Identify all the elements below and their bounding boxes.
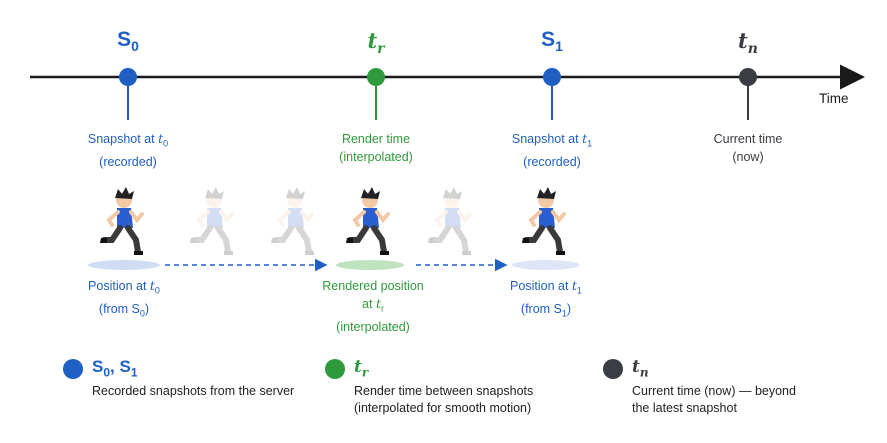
position-s0-label: Position at t0 (from S0) — [88, 278, 160, 318]
s0-symbol: S0 — [117, 28, 139, 55]
legend-render-dot — [325, 359, 345, 379]
position-s1-label: Position at t1 (from S1) — [510, 278, 582, 318]
legend-current-dot — [603, 359, 623, 379]
tn-point — [739, 68, 757, 86]
tr-symbol: tr — [367, 28, 385, 58]
tr-shadow — [336, 260, 404, 270]
legend-recorded-text: Recorded snapshots from the server — [92, 384, 295, 398]
position-tr-label: Rendered position at tr (interpolated) — [322, 279, 424, 334]
legend-render-text: Render time between snapshots (interpola… — [354, 384, 534, 415]
runner-tr — [346, 187, 389, 255]
ghost-runner-3 — [428, 187, 471, 255]
ghost-runner-2 — [271, 187, 314, 255]
tn-label: Current time (now) — [713, 132, 783, 164]
legend-current-title: tn — [632, 357, 649, 380]
legend-recorded-title: S0, S1 — [92, 357, 138, 380]
legend-recorded-dot — [63, 359, 83, 379]
ghost-runner-1 — [190, 187, 233, 255]
s0-point — [119, 68, 137, 86]
tn-symbol: tn — [738, 28, 758, 58]
tr-label: Render time (interpolated) — [339, 132, 413, 164]
s1-point — [543, 68, 561, 86]
axis-label: Time — [819, 91, 849, 106]
runner-s1 — [522, 187, 565, 255]
s1-shadow — [512, 260, 580, 270]
tr-point — [367, 68, 385, 86]
legend-render-title: tr — [354, 357, 369, 380]
s1-symbol: S1 — [541, 28, 563, 55]
s1-label: Snapshot at t1 (recorded) — [511, 131, 593, 169]
runner-s0 — [100, 187, 143, 255]
s0-shadow — [88, 260, 160, 270]
s0-label: Snapshot at t0 (recorded) — [87, 131, 169, 169]
legend-current-text: Current time (now) — beyond the latest s… — [632, 384, 796, 415]
